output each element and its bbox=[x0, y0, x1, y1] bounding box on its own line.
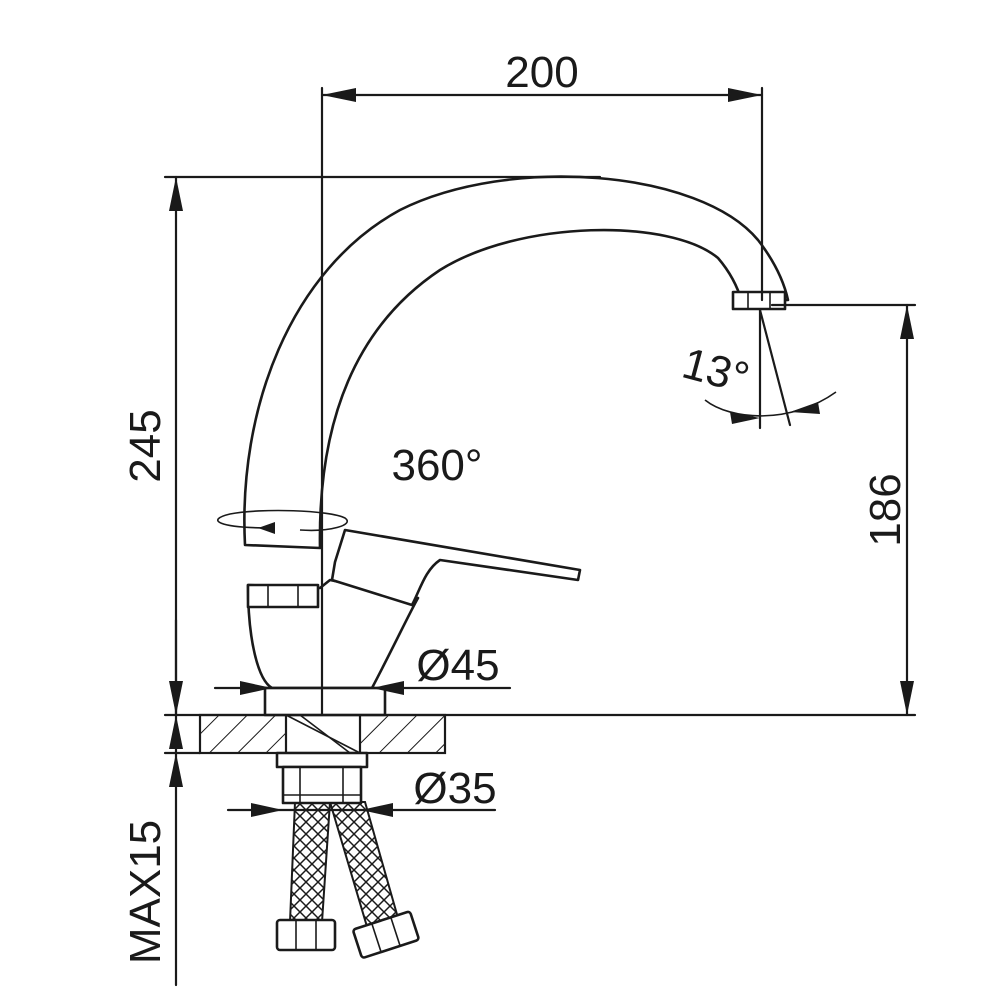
dimension-label-35: Ø35 bbox=[413, 764, 496, 813]
aerator bbox=[731, 290, 787, 311]
dimension-width-200: 200 bbox=[320, 48, 764, 302]
dimension-label-13: 13° bbox=[677, 339, 754, 404]
dimension-label-186: 186 bbox=[861, 473, 910, 546]
dimension-label-45: Ø45 bbox=[416, 641, 499, 690]
dimension-diameter-45: Ø45 bbox=[213, 641, 512, 695]
dimension-height-186: 186 bbox=[770, 303, 917, 717]
swivel-rotation-indicator bbox=[217, 509, 348, 534]
dimension-angle-13: 13° bbox=[677, 308, 837, 430]
mounting-shank bbox=[275, 751, 369, 805]
hose-nut-right bbox=[352, 910, 420, 959]
lever-handle bbox=[330, 528, 582, 607]
swivel-collar bbox=[246, 583, 320, 609]
dimension-label-245: 245 bbox=[121, 409, 170, 482]
dimension-label-360: 360° bbox=[391, 441, 482, 490]
dimension-max-15: MAX15 bbox=[121, 618, 202, 987]
dimension-diameter-35: Ø35 bbox=[226, 764, 497, 817]
dimension-label-max15: MAX15 bbox=[121, 820, 170, 964]
supply-hoses bbox=[275, 801, 420, 959]
dimension-label-200: 200 bbox=[505, 48, 578, 97]
hose-nut-left bbox=[275, 918, 337, 952]
countertop-section bbox=[198, 713, 447, 755]
